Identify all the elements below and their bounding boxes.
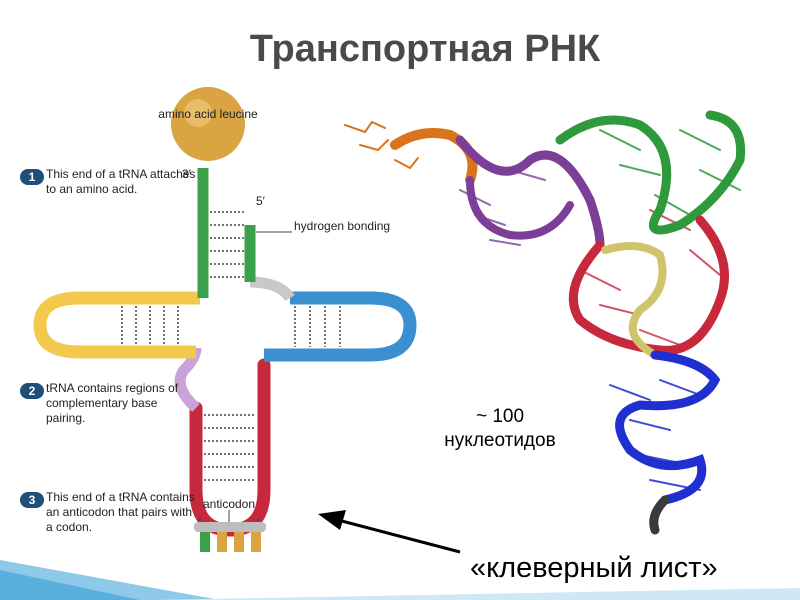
connector [249,276,295,302]
d-arm [33,291,200,359]
slide-title: Транспортная РНК [249,28,601,70]
red-ribbon [568,215,729,355]
step-number-badge: 3 [20,492,44,508]
orange-residues [344,120,419,170]
t-arm [264,291,417,362]
green-ribbon [555,110,746,235]
cloverleaf-label: «клеверный лист» [470,552,718,584]
orange-ribbon [390,128,478,185]
amino-acid-label: amino acid leucine [158,107,258,121]
nucleotides-label: ~ 100 нуклеотидов [444,406,556,451]
step-number-badge: 1 [20,169,44,185]
hydrogen-bonds [121,211,341,481]
label-3prime: 3′ [182,167,192,181]
step-number-badge: 2 [20,383,44,399]
gray-ribbon [649,495,670,535]
step-text: This end of a tRNA contains an anticodon… [46,490,195,534]
hydrogen-bonding-label: hydrogen bonding [294,219,390,233]
step-text: This end of a tRNA attaches to an amino … [46,167,196,196]
decorative-bottom-band [0,560,800,600]
blue-ribbon [615,350,721,505]
anticodon-label: anticodon [203,497,255,511]
purple-ribbon [455,135,605,250]
step-text: tRNA contains regions of complementary b… [46,381,179,425]
yellow-ribbon [601,242,667,359]
label-5prime: 5′ [256,194,266,208]
